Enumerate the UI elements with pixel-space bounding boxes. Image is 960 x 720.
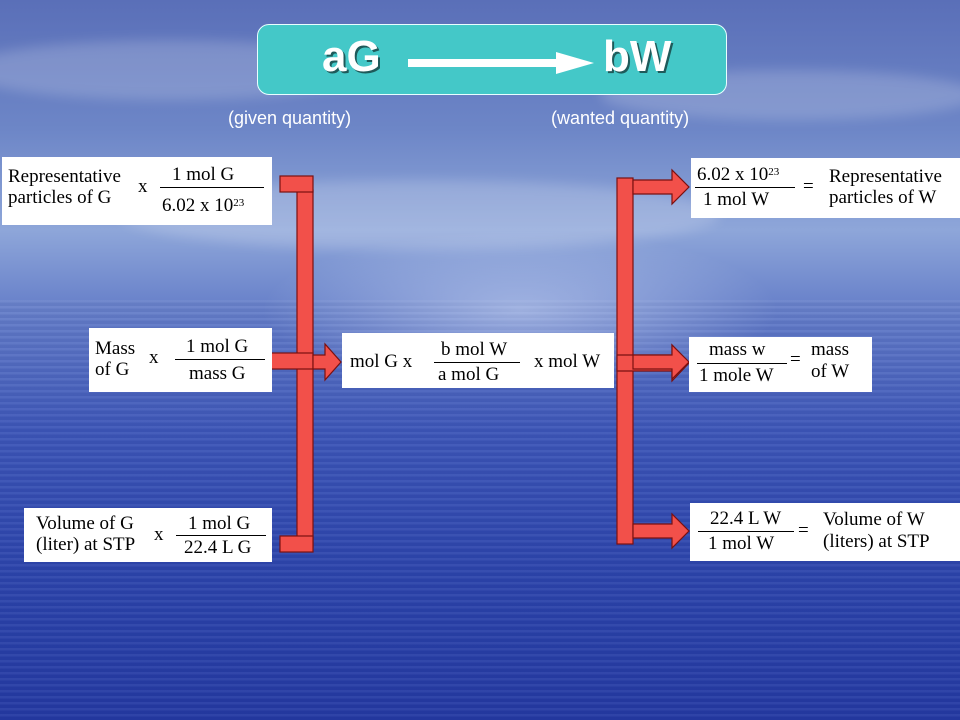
label-line2: particles of G (8, 187, 112, 208)
wanted-symbol: bW (603, 32, 672, 81)
left-stub-mass (270, 352, 314, 370)
fraction-bar (697, 363, 787, 364)
denominator: 1 mol W (708, 533, 775, 554)
eq-mass-to-mol: Mass of G x 1 mol G mass G (89, 328, 272, 392)
left-stub-volume (279, 535, 314, 553)
fraction-bar (434, 362, 520, 363)
arrow-to-center (312, 342, 342, 382)
arrow-to-volume (632, 512, 690, 550)
result-line1: mass (811, 339, 849, 360)
reaction-header: aG bW (257, 24, 727, 95)
eq-mol-to-volume: 22.4 L W 1 mol W = Volume of W (liters) … (690, 503, 960, 561)
fraction-bar (695, 187, 795, 188)
left-stub-particles (279, 175, 314, 193)
times-sign: x (149, 347, 159, 368)
arrow-to-mass (632, 343, 690, 381)
eq-mol-to-particles: 6.02 x 1023 1 mol W = Representative par… (691, 158, 960, 218)
times-sign: x (138, 176, 148, 197)
given-symbol: aG (322, 32, 381, 81)
reaction-arrow-icon (408, 52, 594, 74)
fraction-bar (176, 535, 266, 536)
denominator: 6.02 x 1023 (162, 195, 245, 216)
result-line1: Representative (829, 166, 942, 187)
suffix: x mol W (534, 351, 601, 372)
numerator: b mol W (441, 339, 508, 360)
label-line2: (liter) at STP (36, 534, 136, 555)
eq-mole-ratio: mol G x b mol W a mol G x mol W (342, 333, 614, 388)
times-sign: x (154, 524, 164, 545)
label-line1: Mass (95, 338, 136, 359)
numerator: 1 mol G (172, 164, 235, 185)
equals-sign: = (803, 176, 814, 197)
exponent: 23 (233, 197, 245, 209)
numerator: 22.4 L W (710, 508, 782, 529)
numerator: mass w (709, 339, 766, 360)
label-line1: Representative (8, 166, 121, 187)
denominator: 1 mole W (699, 365, 774, 386)
denominator: mass G (189, 363, 246, 384)
denominator: 22.4 L G (184, 537, 252, 558)
exponent: 23 (768, 166, 780, 178)
result-line2: of W (811, 361, 850, 382)
label-line2: of G (95, 359, 130, 380)
denominator: 1 mol W (703, 189, 770, 210)
result-line1: Volume of W (823, 509, 925, 530)
eq-particles-to-mol: Representative particles of G x 1 mol G … (2, 157, 272, 225)
arrow-to-particles (632, 168, 690, 206)
wanted-caption: (wanted quantity) (551, 108, 690, 128)
numerator: 6.02 x 1023 (697, 164, 780, 185)
numerator: 1 mol G (186, 336, 249, 357)
fraction-bar (160, 187, 264, 188)
numerator: 1 mol G (188, 513, 251, 534)
eq-mol-to-mass: mass w 1 mole W = mass of W (689, 337, 872, 392)
fraction-bar (698, 531, 794, 532)
fraction-bar (175, 359, 265, 360)
given-caption: (given quantity) (228, 108, 352, 128)
prefix: mol G x (350, 351, 413, 372)
result-line2: (liters) at STP (823, 531, 930, 552)
equals-sign: = (798, 520, 809, 541)
result-line2: particles of W (829, 187, 937, 208)
equals-sign: = (790, 349, 801, 370)
eq-volume-to-mol: Volume of G (liter) at STP x 1 mol G 22.… (24, 508, 272, 562)
label-line1: Volume of G (36, 513, 134, 534)
denominator: a mol G (438, 364, 500, 385)
